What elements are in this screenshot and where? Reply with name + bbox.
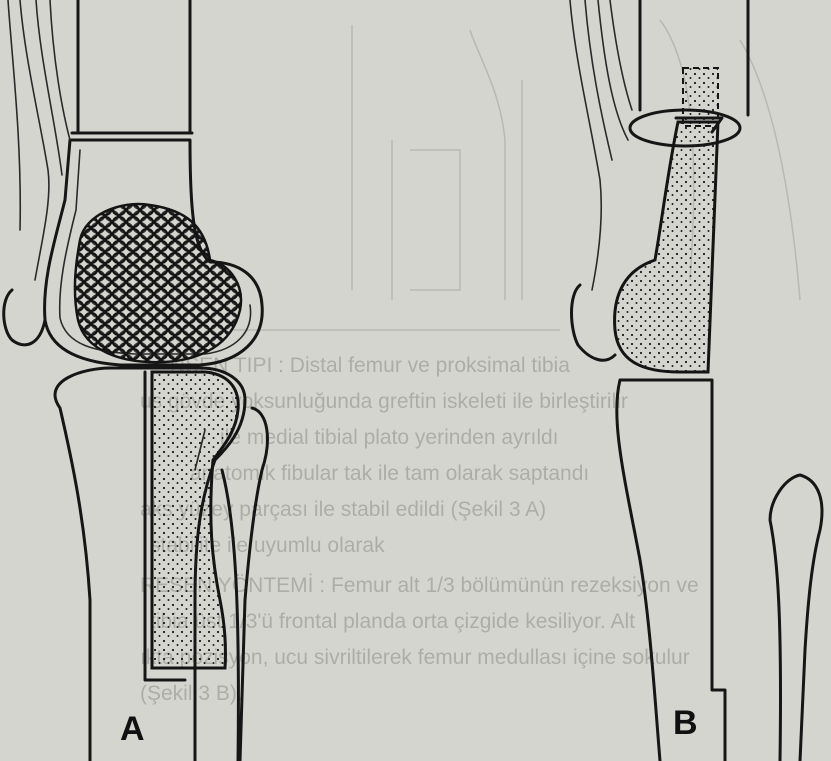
fibula-b [770, 475, 822, 761]
panel-label-b: B [673, 706, 698, 740]
ligament-strands-b [570, 0, 632, 290]
graft-body-b [615, 122, 718, 372]
panel-label-a: A [120, 712, 145, 746]
meniscus-b [572, 285, 616, 360]
tibia-b [617, 380, 725, 761]
